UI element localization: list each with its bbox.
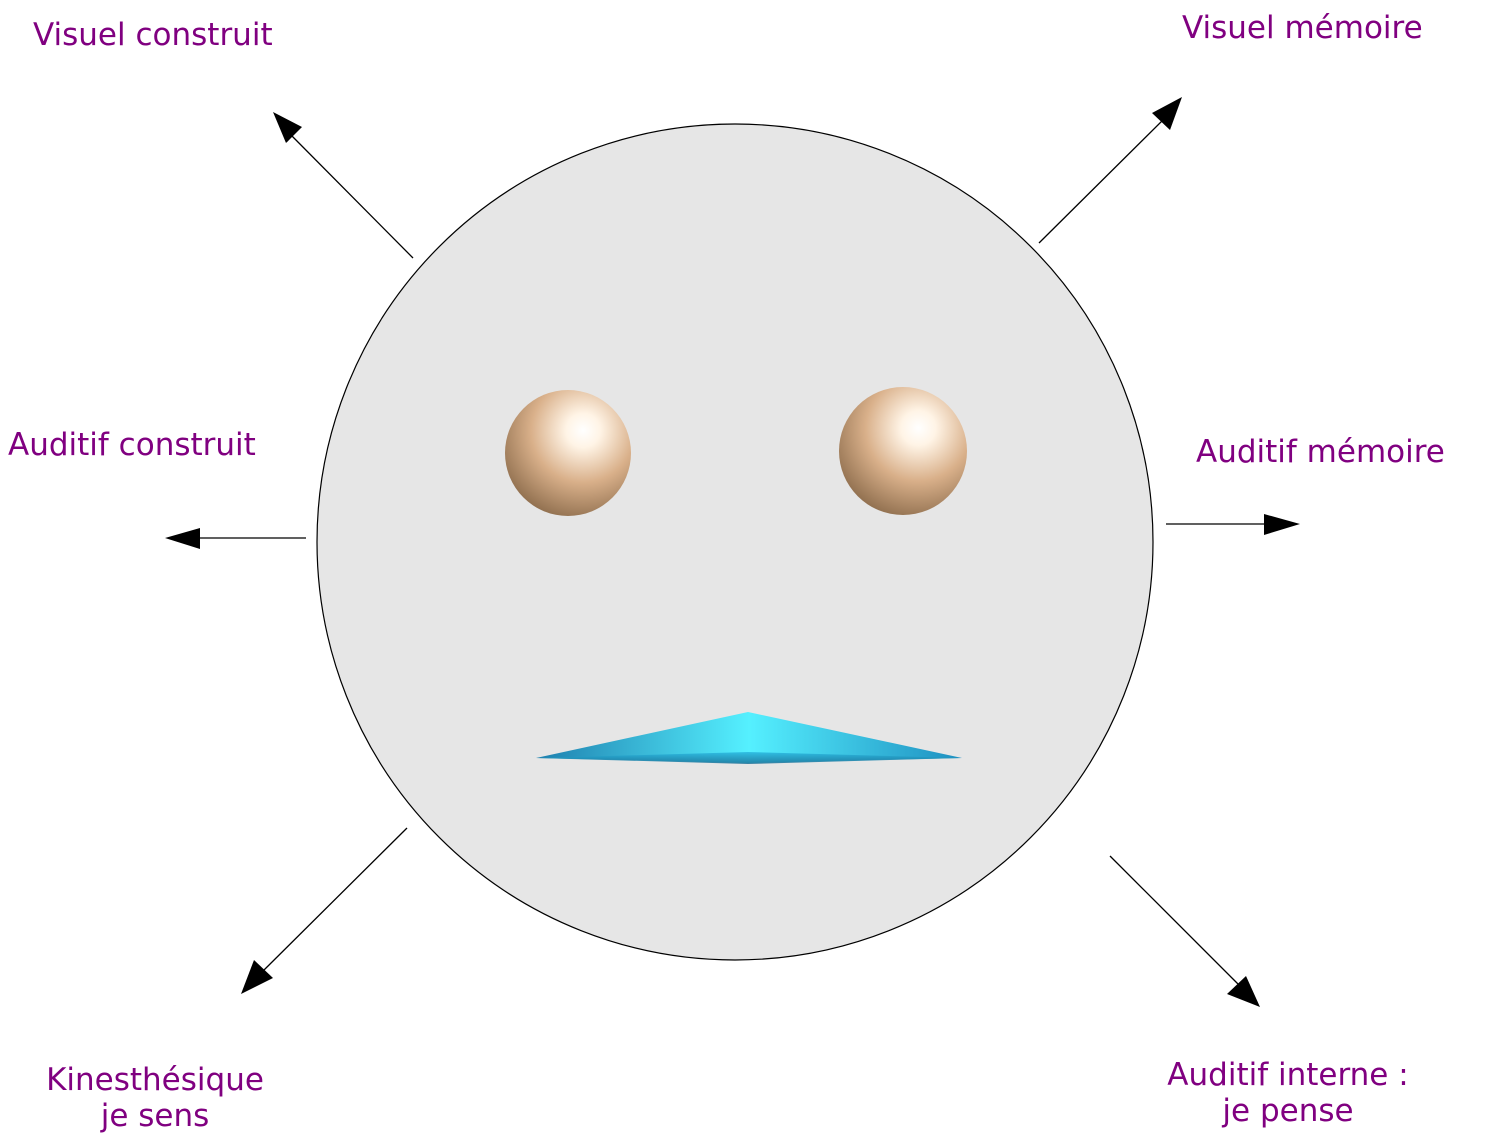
label-kinesthesique-line1: Kinesthésique <box>30 1062 280 1098</box>
label-visuel-construit: Visuel construit <box>33 17 273 53</box>
arrow-up-right <box>1039 97 1182 243</box>
arrow-down-right <box>1110 856 1260 1007</box>
arrow-left <box>165 528 306 549</box>
arrow-right <box>1166 514 1300 535</box>
label-visuel-memoire-text: Visuel mémoire <box>1182 10 1423 46</box>
label-auditif-interne-line2: je pense <box>1138 1093 1438 1129</box>
label-visuel-memoire: Visuel mémoire <box>1182 10 1423 46</box>
arrow-down-left <box>241 828 407 994</box>
label-auditif-interne: Auditif interne : je pense <box>1138 1057 1438 1129</box>
label-kinesthesique: Kinesthésique je sens <box>30 1062 280 1134</box>
label-visuel-construit-text: Visuel construit <box>33 17 273 53</box>
label-auditif-memoire-text: Auditif mémoire <box>1196 434 1445 470</box>
label-auditif-interne-line1: Auditif interne : <box>1138 1057 1438 1093</box>
left-eye <box>505 390 631 516</box>
label-auditif-memoire: Auditif mémoire <box>1196 434 1445 470</box>
label-auditif-construit: Auditif construit <box>8 427 256 463</box>
label-kinesthesique-line2: je sens <box>30 1098 280 1134</box>
arrow-up-left <box>273 112 413 258</box>
right-eye <box>839 387 967 515</box>
face-circle <box>317 124 1153 960</box>
label-auditif-construit-text: Auditif construit <box>8 427 256 463</box>
